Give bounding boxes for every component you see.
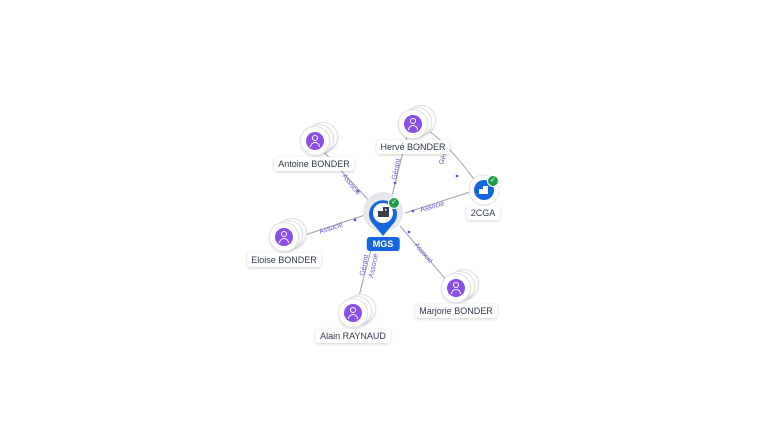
arrow-dot (353, 218, 357, 222)
edge-label-marjorie-mgs: Associé (412, 242, 433, 265)
user-icon (306, 132, 324, 150)
building-icon (378, 207, 389, 217)
arrow-dot (411, 209, 415, 213)
arrow-dot (393, 181, 397, 185)
building-icon (479, 186, 488, 194)
verified-check-icon: ✓ (487, 175, 499, 187)
edge-label-eloise-mgs: Associé (318, 222, 344, 236)
person-label-eloise[interactable]: Eloise BONDER (247, 253, 321, 267)
arrow-dot (356, 189, 360, 193)
edge-herve-2cga (424, 127, 479, 186)
edge-label-2cga-mgs: Associé (420, 200, 446, 214)
arrow-dot (455, 174, 459, 178)
verified-check-icon: ✓ (388, 197, 400, 209)
person-label-antoine[interactable]: Antoine BONDER (274, 157, 354, 171)
person-label-marjorie[interactable]: Marjorie BONDER (415, 304, 497, 318)
edge-arrows (353, 174, 459, 234)
main-node-label[interactable]: MGS (366, 237, 400, 251)
edge-label-alain-mgs-2: Associé (368, 253, 380, 279)
person-node-antoine[interactable] (300, 122, 338, 156)
person-node-alain[interactable] (338, 294, 376, 328)
edge-2cga-mgs (404, 191, 471, 214)
user-icon (447, 279, 465, 297)
edge-label-alain-mgs-1: Gérant (359, 254, 370, 276)
person-node-herve[interactable] (398, 105, 436, 139)
person-label-herve[interactable]: Hervé BONDER (376, 140, 450, 154)
user-icon (344, 304, 362, 322)
company-node-label[interactable]: 2CGA (466, 206, 500, 220)
user-icon (404, 115, 422, 133)
user-icon (275, 228, 293, 246)
edge-label-antoine-mgs: Associé (340, 173, 361, 197)
edge-label-herve-mgs: Gérant (391, 158, 402, 180)
person-label-alain[interactable]: Alain RAYNAUD (316, 329, 390, 343)
person-node-marjorie[interactable] (441, 269, 479, 303)
arrow-dot (407, 230, 411, 234)
edge-eloise-mgs (295, 214, 366, 239)
person-node-eloise[interactable] (269, 218, 307, 252)
edge-marjorie-mgs (399, 225, 449, 283)
